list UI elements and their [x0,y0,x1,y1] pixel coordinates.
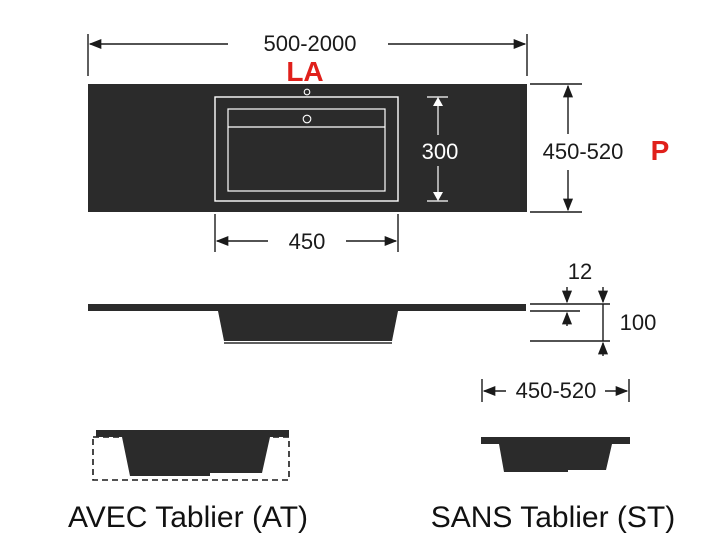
avec-countertop-section [96,430,289,437]
countertop-side-view [88,304,526,311]
basin-depth-head-top [433,97,443,106]
sans-countertop-section [481,437,630,444]
basin-outline-outer [214,96,399,202]
avec-basin-section [122,437,270,476]
basin-depth-label: 300 [422,139,459,164]
basin-side-view [218,311,398,341]
thickness-label: 12 [568,259,592,284]
section-width-label: 450-520 [516,378,597,403]
overall-width-label: 500-2000 [264,31,357,56]
countertop-top-view [88,84,527,212]
basin-outline-inner [227,108,386,192]
avec-caption: AVEC Tablier (AT) [68,501,308,534]
basin-width-label: 450 [289,229,326,254]
la-marker: LA [286,56,323,87]
sans-caption: SANS Tablier (ST) [431,501,676,534]
p-marker: P [651,135,670,166]
drain-hole-icon [302,114,312,124]
sans-basin-section [499,444,612,472]
height-label: 100 [620,310,657,335]
basin-depth-head-bottom [433,192,443,201]
tap-hole-icon [303,88,311,96]
overall-depth-label: 450-520 [543,139,624,164]
